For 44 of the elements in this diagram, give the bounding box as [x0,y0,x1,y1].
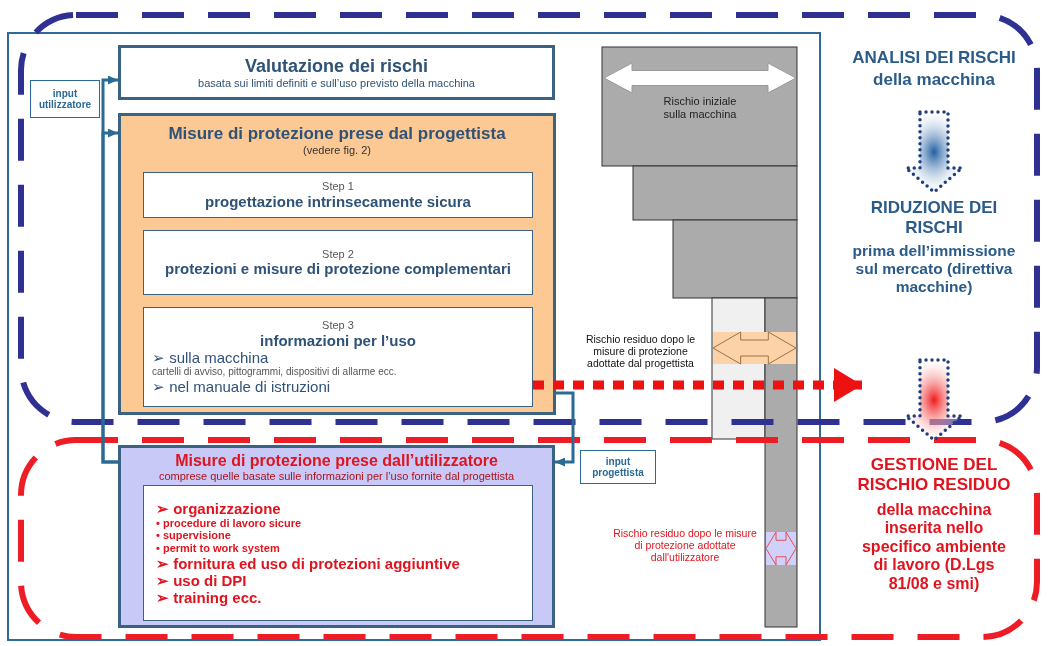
heading-text: Step 2 [322,247,354,261]
body-text: informazioni per l’uso [260,331,416,349]
dotted-arrow [533,368,862,402]
text-box [143,230,533,295]
body-text: • procedure di lavoro sicure [156,516,302,530]
text-box [118,113,556,415]
body-text: ➢ nel manuale di istruzioni [152,377,331,395]
chart-label: Rischio residuo dopo le misure di protezione adottate dal progettista [584,333,697,370]
heading-text: Misure di protezione prese dal progettista [168,124,506,144]
body-text: protezioni e misure di protezione complementari [165,260,511,278]
heading-text: Misure di protezione prese dall’utilizzatore [175,452,498,471]
body-text: progettazione intrinsecamente sicura [205,192,471,210]
heading-text: Valutazione dei rischi [244,55,429,77]
text-box [118,445,555,628]
heading-text: RIDUZIONE DEI RISCHI [869,198,999,238]
body-text: comprese quelle basate sulle informazioni per l’uso fornite dal progettista [158,470,515,484]
body-text: della macchina inserita nello specifico ambiente di lavoro (D.Lgs 81/08 e smi) [860,501,1007,593]
heading-text: GESTIONE DEL RISCHIO RESIDUO [856,455,1012,495]
heading-text: Step 1 [322,180,354,193]
body-text: • supervisione [156,529,231,543]
body-text: ➢ fornitura ed uso di protezioni aggiuntive [156,554,460,572]
heading-text: ANALISI DEI RISCHI [851,48,1017,68]
body-text: ➢ uso di DPI [156,571,247,590]
edge-label: input progettista [580,450,656,484]
body-text: • permit to work system [156,542,280,555]
heading-text: Step 3 [322,319,354,332]
text-box [143,172,533,218]
text-box [143,307,533,407]
connector-arrow [555,391,575,467]
text-box [118,45,555,100]
chart-label: Rischio iniziale sulla macchina [662,95,738,121]
body-text: basata sui limiti definiti e sull’uso previsto della macchina [198,76,475,90]
body-text: (vedere fig. 2) [303,143,371,157]
dashed-region [18,437,1040,640]
body-text: prima dell’immissione sul mercato (direttiva macchine) [851,242,1017,296]
body-text: ➢ sulla macchina [152,348,269,367]
heading-text: ➢ organizzazione [156,499,281,517]
body-text: cartelli di avviso, pittogrammi, dispositivi di allarme ecc. [152,366,397,378]
body-text: della macchina [872,70,996,90]
body-text: ➢ training ecc. [156,589,262,607]
dashed-region [18,12,1040,425]
text-box [143,485,533,621]
chart-label: Rischio residuo dopo le misure di protezione adottate dall'utilizzatore [612,527,758,564]
edge-label: input utilizzatore [30,80,100,118]
